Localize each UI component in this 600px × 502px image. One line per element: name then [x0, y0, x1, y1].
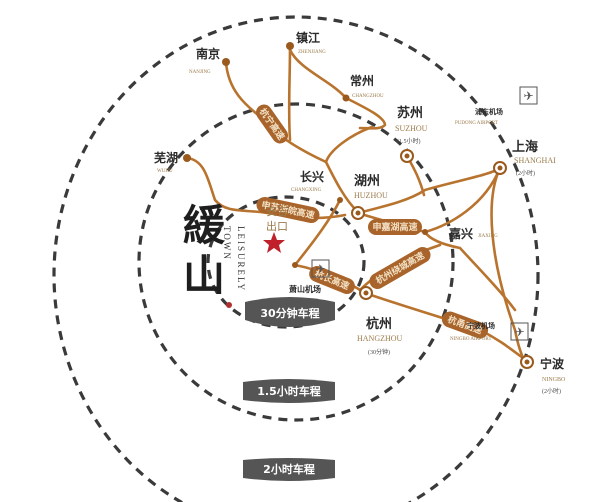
zhenjiang-en: ZHENJIANG [298, 50, 326, 55]
ring-1-5h [137, 102, 455, 422]
ring-30min [206, 195, 366, 329]
shanghai-cn: 上海 [512, 139, 538, 155]
jiaxing-en: JIAXING [478, 234, 498, 239]
brand-name-en-2: TOWN [222, 226, 232, 261]
huzhou-en: HUZHOU [354, 191, 388, 200]
airplane-icon: ✈ [315, 262, 325, 276]
wuhu-en: WUHU [157, 169, 173, 174]
major-city-markers [351, 149, 534, 369]
zhenjiang-cn: 镇江 [296, 30, 320, 45]
airplane-icon: ✈ [514, 325, 524, 339]
nanjing-cn: 南京 [196, 46, 220, 61]
zhenjiang-dot [286, 42, 294, 50]
nanjing-dot [222, 58, 230, 66]
huzhou-cn: 湖州 [354, 174, 380, 189]
ring-labels: 30分钟车程 1.5小时车程 2小时车程 [243, 297, 335, 481]
changzhou-en: CHANGZHOU [352, 94, 384, 99]
highway-shenjiahu-label: 申嘉湖高速 [372, 221, 417, 233]
anji-exit: 安吉 出口 [263, 204, 288, 253]
huzhou-marker [351, 206, 365, 220]
exit-label-line1: 安吉 [266, 204, 288, 218]
highway-hangzhoujiaotong-label: 杭州绕城高速 [374, 249, 427, 286]
ring-label-2h-text: 2小时车程 [263, 462, 315, 476]
brand-logo: 緩 山 LEISURELY TOWN [183, 201, 246, 308]
ring-label-30min: 30分钟车程 [245, 297, 335, 327]
hangzhou-marker [359, 286, 373, 300]
ningbo-cn: 宁波 [540, 356, 565, 371]
shanghai-time: (2小时) [516, 169, 535, 177]
hangzhou-time: (30分钟) [368, 348, 390, 356]
ningbo-marker [520, 355, 534, 369]
travel-time-rings [52, 15, 540, 502]
ring-label-30min-text: 30分钟车程 [260, 306, 319, 320]
brand-name-cn-2: 山 [183, 251, 225, 300]
ring-label-1-5h: 1.5小时车程 [243, 379, 335, 403]
star-icon [263, 232, 285, 253]
city-labels: 南京 NANJING 镇江 ZHENJIANG 常州 CHANGZHOU 苏州 … [154, 30, 566, 395]
brand-seal-dot [226, 302, 232, 308]
ring-2h [52, 15, 540, 502]
changzhou-cn: 常州 [350, 73, 374, 88]
nanjing-en: NANJING [189, 70, 211, 75]
ring-label-1-5h-text: 1.5小时车程 [257, 384, 321, 398]
suzhou-marker [400, 149, 414, 163]
airplane-icon: ✈ [523, 89, 533, 103]
airports: ✈ 浦东机场 PUDONG AIRPORT ✈ 萧山机场 XIAOSHAN AI… [270, 86, 538, 342]
changxing-en: CHANGXING [291, 188, 322, 193]
ningbo-time: (2小时) [542, 387, 561, 395]
brand-name-cn-1: 緩 [183, 201, 226, 250]
ring-label-2h: 2小时车程 [243, 458, 335, 481]
suzhou-time: (1.5小时) [397, 137, 421, 145]
ningbo-en: NINGBO [542, 377, 566, 383]
wuhu-cn: 芜湖 [154, 150, 178, 165]
pudong-airport-cn: 浦东机场 [475, 107, 503, 116]
xiaoshan-airport-cn: 萧山机场 [289, 284, 321, 294]
changxing-cn: 长兴 [300, 169, 324, 184]
ningbo-airport-en: NINGBO AIRPORT [450, 337, 492, 342]
pudong-airport: ✈ 浦东机场 PUDONG AIRPORT [455, 86, 538, 126]
wuhu-dot [183, 154, 191, 162]
jiaxing-cn: 嘉兴 [448, 226, 473, 241]
jiaxing-dot [422, 229, 428, 235]
ningbo-airport: ✈ 宁波机场 NINGBO AIRPORT [450, 321, 529, 342]
changzhou-dot [342, 94, 350, 102]
exit-label-line2: 出口 [266, 219, 288, 233]
anji-exit-dot [292, 262, 298, 268]
shanghai-marker [493, 161, 507, 175]
shanghai-en: SHANGHAI [514, 156, 556, 165]
city-markers [183, 42, 428, 268]
pudong-airport-en: PUDONG AIRPORT [455, 121, 498, 126]
brand-name-en-1: LEISURELY [236, 226, 246, 292]
changxing-dot [337, 197, 343, 203]
suzhou-en: SUZHOU [395, 124, 428, 133]
hangzhou-en: HANGZHOU [357, 334, 403, 343]
ningbo-airport-cn: 宁波机场 [467, 321, 495, 330]
suzhou-cn: 苏州 [397, 105, 423, 121]
hangzhou-cn: 杭州 [366, 316, 392, 332]
